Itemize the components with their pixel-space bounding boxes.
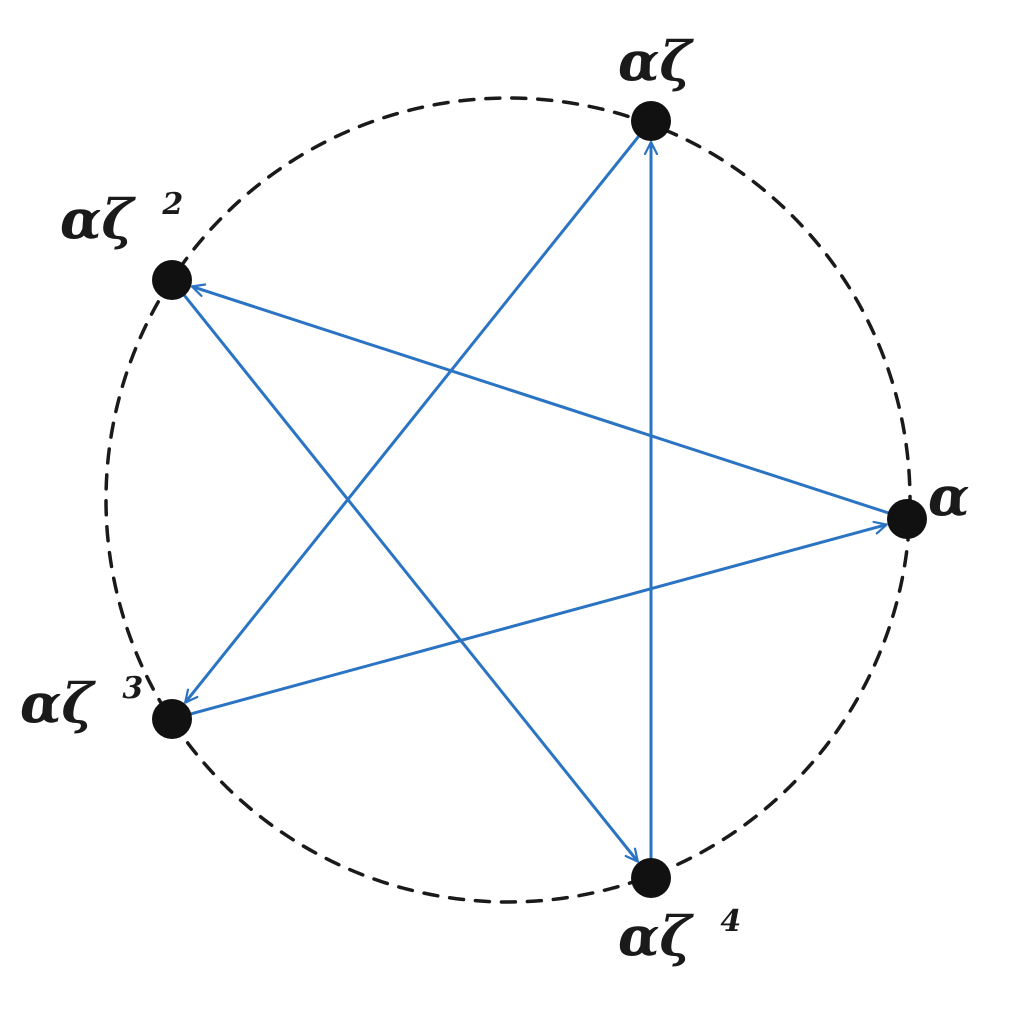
label-alpha-zeta-3-base: αζ <box>20 671 97 735</box>
labels-layer: α αζ αζ 2 αζ 3 αζ 4 <box>20 29 970 968</box>
arrow-n3-to-n0 <box>180 525 886 718</box>
arrow-n1-to-n3 <box>186 127 647 702</box>
nodes-layer <box>152 101 927 898</box>
arrows-layer <box>176 127 899 870</box>
label-alpha-zeta-3: αζ 3 <box>20 671 143 735</box>
label-alpha-zeta-3-exp: 3 <box>122 671 143 706</box>
dashed-circle <box>104 96 912 904</box>
label-alpha-zeta: αζ <box>618 29 695 93</box>
arrow-n2-to-n4 <box>176 286 637 861</box>
label-alpha-zeta-4-exp: 4 <box>720 904 741 939</box>
label-alpha-zeta-4: αζ 4 <box>618 904 741 968</box>
node-dot-alpha-zeta-4 <box>631 858 671 898</box>
node-dot-alpha-zeta <box>631 101 671 141</box>
label-alpha-zeta-2: αζ 2 <box>60 187 183 251</box>
label-alpha-zeta-2-base: αζ <box>60 187 137 251</box>
arrow-n0-to-n2 <box>193 287 899 518</box>
label-alpha: α <box>928 464 970 528</box>
label-alpha-base: α <box>928 464 970 528</box>
label-alpha-zeta-2-exp: 2 <box>161 187 183 222</box>
node-dot-alpha-zeta-3 <box>152 699 192 739</box>
node-dot-alpha <box>887 499 927 539</box>
node-dot-alpha-zeta-2 <box>152 260 192 300</box>
label-alpha-zeta-4-base: αζ <box>618 904 695 968</box>
label-alpha-zeta-base: αζ <box>618 29 695 93</box>
